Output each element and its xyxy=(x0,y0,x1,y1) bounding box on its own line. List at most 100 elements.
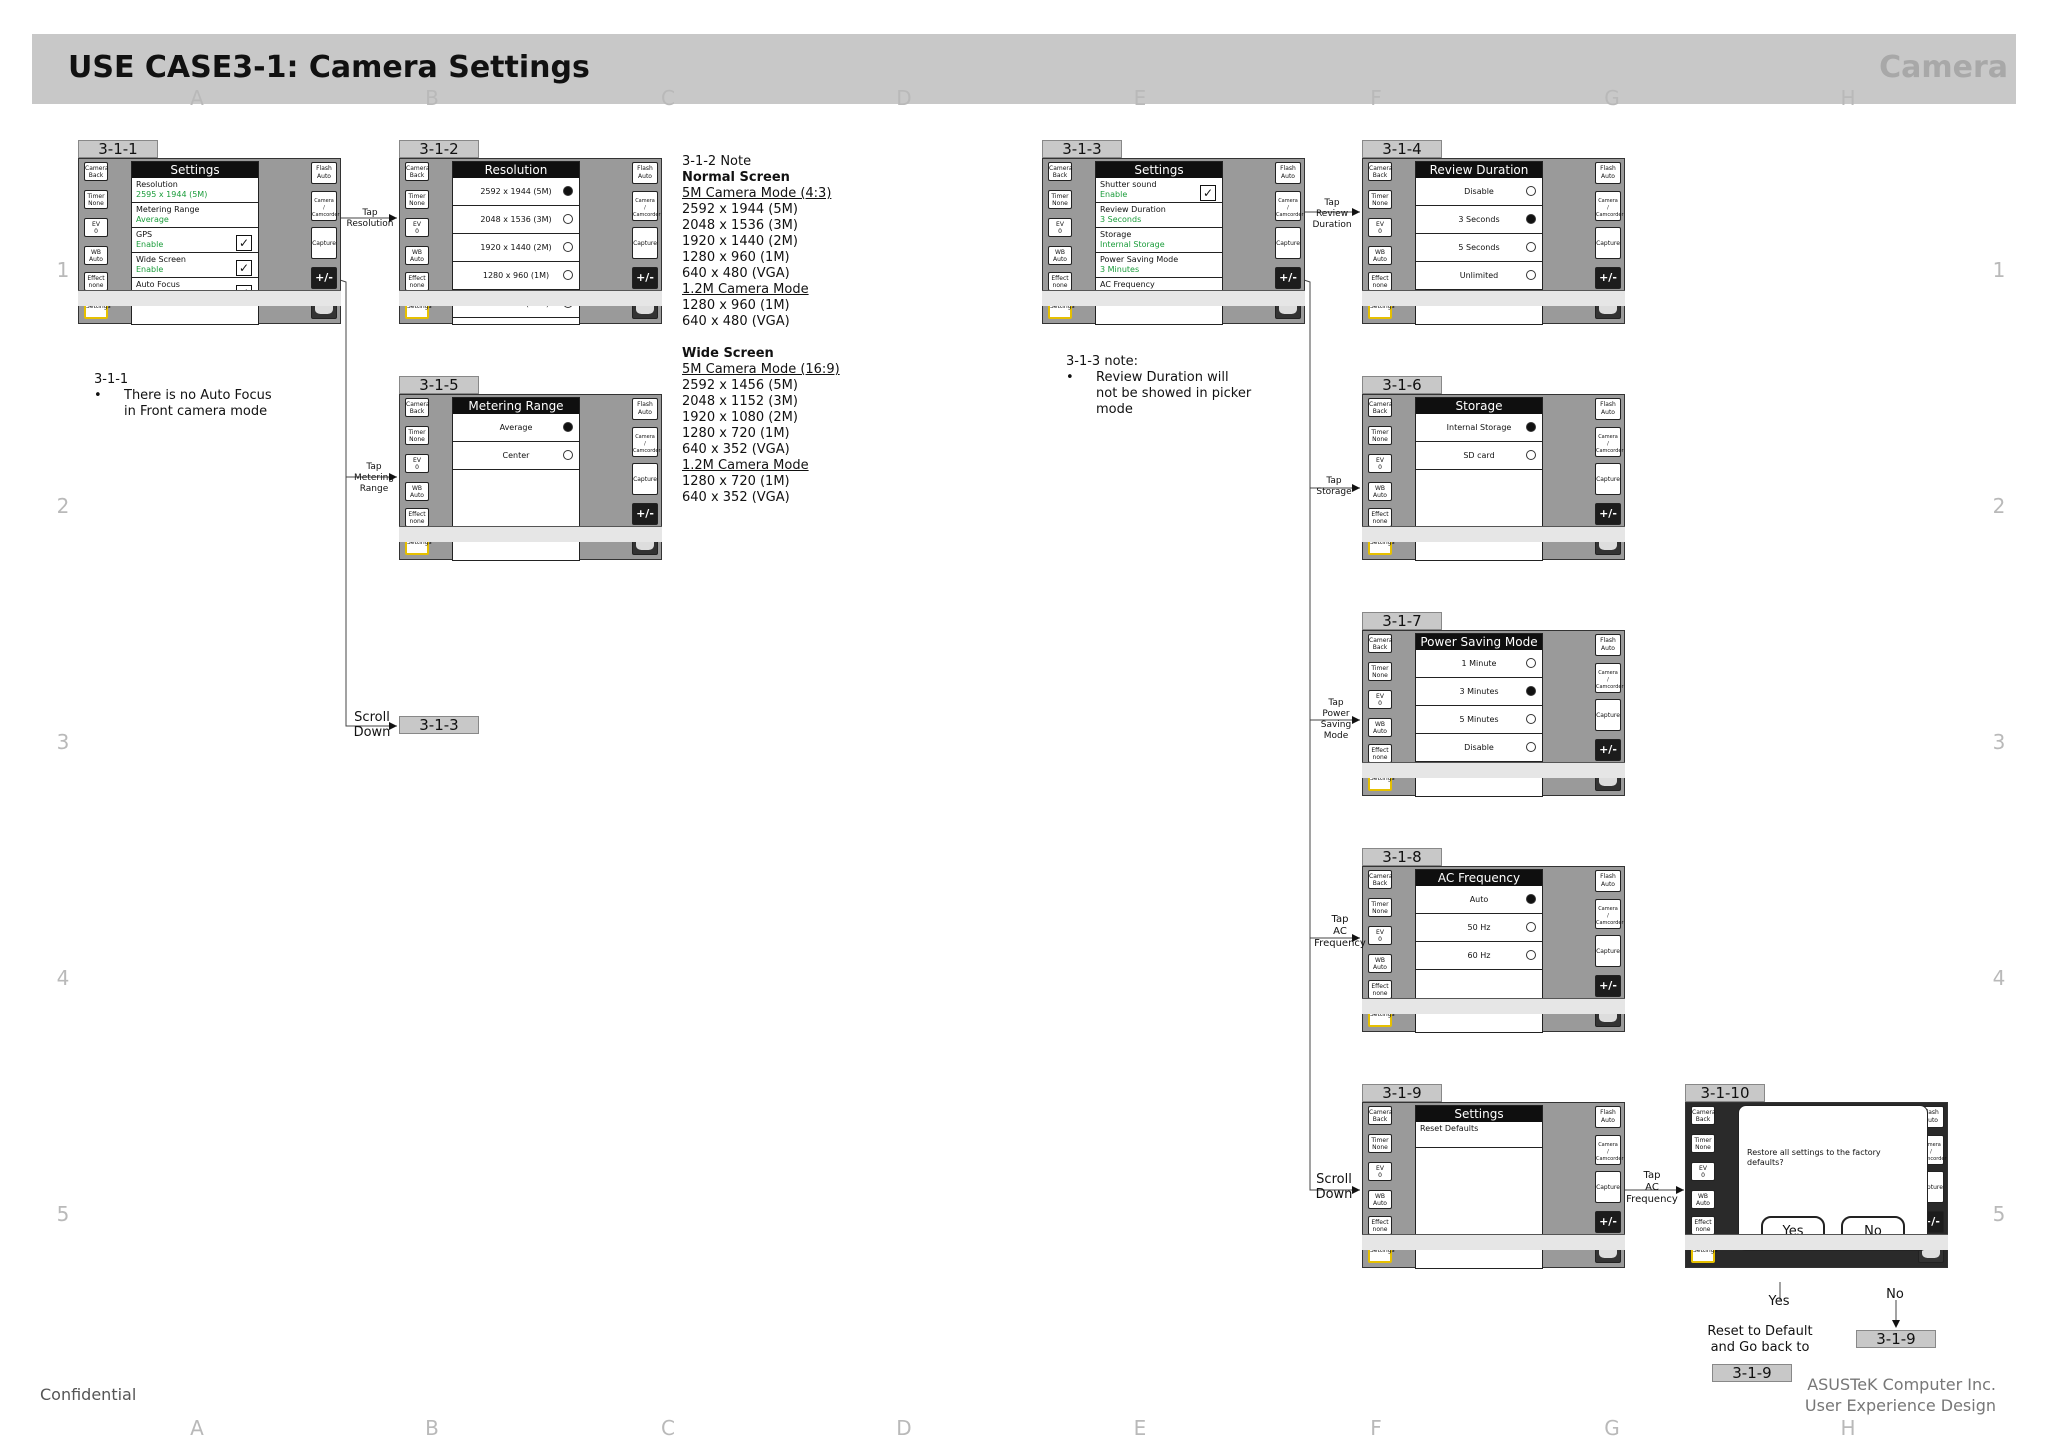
radio-unselected[interactable] xyxy=(1526,186,1536,196)
camera-camcorder-toggle[interactable]: Camera/Camcorder xyxy=(1595,427,1624,457)
camera-camcorder-toggle[interactable]: Camera/Camcorder xyxy=(311,191,340,221)
radio-unselected[interactable] xyxy=(563,214,573,224)
radio-selected[interactable] xyxy=(1526,894,1536,904)
picker-option[interactable]: 1280 x 960 (1M) xyxy=(453,262,579,290)
checkbox-checked[interactable]: ✓ xyxy=(1200,185,1216,201)
capture-button[interactable]: Capture xyxy=(632,463,658,495)
picker-option[interactable]: 5 Minutes xyxy=(1416,706,1542,734)
exposure-adjust-button[interactable]: +/- xyxy=(632,503,658,525)
radio-unselected[interactable] xyxy=(1526,270,1536,280)
radio-selected[interactable] xyxy=(1526,214,1536,224)
picker-option[interactable]: 2048 x 1536 (3M) xyxy=(453,206,579,234)
capture-button[interactable]: Capture xyxy=(632,227,658,259)
exposure-adjust-button[interactable]: +/- xyxy=(1595,1211,1621,1233)
picker-option[interactable]: Center xyxy=(453,442,579,470)
exposure-adjust-button[interactable]: +/- xyxy=(311,267,337,289)
radio-unselected[interactable] xyxy=(1526,242,1536,252)
picker-option[interactable]: Average xyxy=(453,414,579,442)
checkbox-checked[interactable]: ✓ xyxy=(236,260,252,276)
picker-option[interactable]: 5 Seconds xyxy=(1416,234,1542,262)
capture-button[interactable]: Capture xyxy=(1595,227,1621,259)
picker-option[interactable]: 50 Hz xyxy=(1416,914,1542,942)
picker-option[interactable]: SD card xyxy=(1416,442,1542,470)
exposure-adjust-button[interactable]: +/- xyxy=(1595,975,1621,997)
camera-camcorder-toggle[interactable]: Camera/Camcorder xyxy=(1595,1135,1624,1165)
picker-option[interactable]: 3 Minutes xyxy=(1416,678,1542,706)
picker-option[interactable]: 1920 x 1440 (2M) xyxy=(453,234,579,262)
exposure-adjust-button[interactable]: +/- xyxy=(1595,267,1621,289)
radio-unselected[interactable] xyxy=(1526,742,1536,752)
picker-option[interactable]: 3 Seconds xyxy=(1416,206,1542,234)
picker-option[interactable]: 60 Hz xyxy=(1416,942,1542,970)
exposure-adjust-button[interactable]: +/- xyxy=(1595,739,1621,761)
picker-option[interactable]: Disable xyxy=(1416,734,1542,762)
radio-selected[interactable] xyxy=(563,422,573,432)
capture-button[interactable]: Capture xyxy=(1595,463,1621,495)
radio-unselected[interactable] xyxy=(1526,658,1536,668)
camera-camcorder-toggle[interactable]: Camera/Camcorder xyxy=(1595,899,1624,929)
picker-option[interactable]: 1 Minute xyxy=(1416,650,1542,678)
radio-unselected[interactable] xyxy=(1526,450,1536,460)
capture-button[interactable]: Capture xyxy=(311,227,337,259)
radio-selected[interactable] xyxy=(563,186,573,196)
radio-selected[interactable] xyxy=(1526,686,1536,696)
camera-camcorder-toggle[interactable]: Camera/Camcorder xyxy=(1595,191,1624,221)
camera-camcorder-toggle[interactable]: Camera/Camcorder xyxy=(1275,191,1304,221)
camera-camcorder-toggle[interactable]: Camera/Camcorder xyxy=(1595,663,1624,693)
settings-row[interactable]: Reset Defaults xyxy=(1416,1122,1542,1148)
capture-button[interactable]: Capture xyxy=(1595,699,1621,731)
radio-unselected[interactable] xyxy=(1526,714,1536,724)
camera-camcorder-toggle[interactable]: Camera/Camcorder xyxy=(632,191,661,221)
picker-option[interactable]: Unlimited xyxy=(1416,262,1542,290)
radio-unselected[interactable] xyxy=(1526,922,1536,932)
exposure-adjust-button[interactable]: +/- xyxy=(1595,503,1621,525)
capture-button[interactable]: Capture xyxy=(1595,1171,1621,1203)
radio-unselected[interactable] xyxy=(563,270,573,280)
